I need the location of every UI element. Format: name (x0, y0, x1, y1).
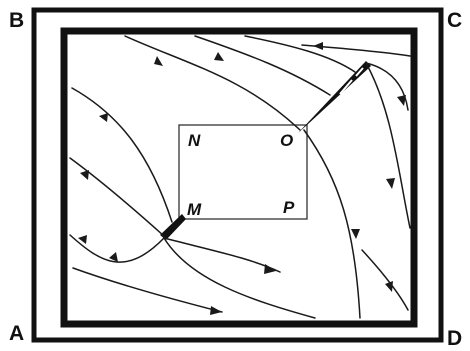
corner-label-c: C (447, 9, 462, 32)
flow-line (72, 88, 172, 222)
point-label-m: M (187, 200, 202, 219)
flow-line (304, 130, 360, 318)
arrowhead (386, 178, 395, 189)
flow-line (164, 238, 315, 318)
flow-line (245, 36, 355, 72)
arrowhead (397, 95, 406, 106)
point-label-n: N (188, 131, 201, 150)
arrowhead (80, 170, 89, 180)
wedge-at-o-dashes (340, 68, 363, 94)
arrowhead (214, 52, 224, 61)
arrowhead (385, 281, 393, 292)
corner-label-a: A (9, 322, 24, 345)
flow-lines (70, 36, 410, 318)
arrowhead (210, 306, 222, 315)
outer-frame (34, 10, 441, 340)
inner-frame (64, 31, 414, 324)
flow-line (366, 63, 410, 228)
arrowhead (154, 56, 163, 66)
flow-line (362, 250, 408, 310)
arrowhead (351, 229, 360, 239)
arrowhead (313, 42, 323, 50)
flow-line (125, 36, 300, 130)
point-label-o: O (280, 131, 293, 150)
flow-line (195, 36, 330, 95)
arrowhead (99, 113, 108, 122)
corner-label-d: D (447, 327, 462, 350)
corner-label-b: B (9, 9, 24, 32)
flow-line (73, 268, 222, 312)
point-label-p: P (283, 198, 295, 217)
flow-line (164, 238, 280, 272)
